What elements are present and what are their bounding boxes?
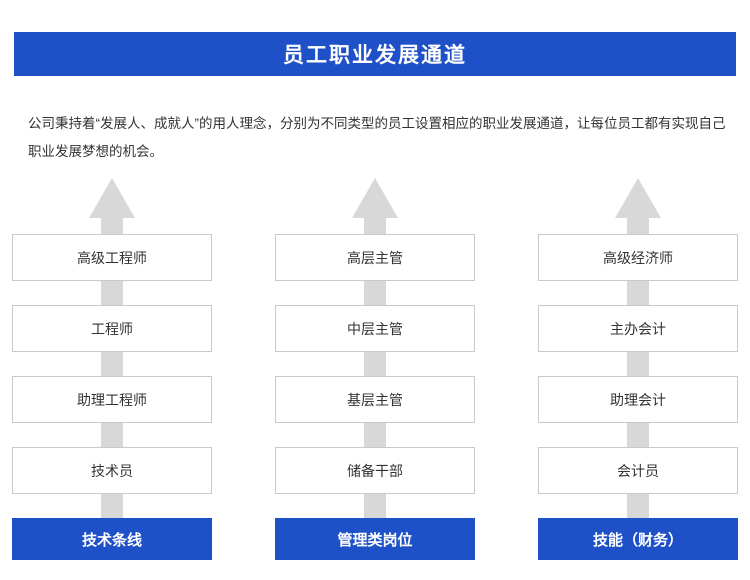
track-column-finance: 高级经济师 主办会计 助理会计 会计员 技能（财务） [538, 178, 738, 568]
arrow-head [89, 178, 135, 218]
level-box[interactable]: 高级工程师 [12, 234, 212, 281]
level-stack: 高级工程师 工程师 助理工程师 技术员 技术条线 [12, 234, 212, 560]
level-box[interactable]: 储备干部 [275, 447, 475, 494]
track-columns: 高级工程师 工程师 助理工程师 技术员 技术条线 高层主管 中层主管 基层主管 … [0, 178, 750, 568]
level-box[interactable]: 工程师 [12, 305, 212, 352]
track-column-technical: 高级工程师 工程师 助理工程师 技术员 技术条线 [12, 178, 212, 568]
level-box[interactable]: 会计员 [538, 447, 738, 494]
level-stack: 高级经济师 主办会计 助理会计 会计员 技能（财务） [538, 234, 738, 560]
level-box[interactable]: 高级经济师 [538, 234, 738, 281]
page-title: 员工职业发展通道 [283, 44, 467, 67]
level-box[interactable]: 中层主管 [275, 305, 475, 352]
arrow-head [352, 178, 398, 218]
level-box[interactable]: 主办会计 [538, 305, 738, 352]
arrow-head [615, 178, 661, 218]
level-box[interactable]: 高层主管 [275, 234, 475, 281]
level-box[interactable]: 助理工程师 [12, 376, 212, 423]
level-box[interactable]: 助理会计 [538, 376, 738, 423]
track-footer-label[interactable]: 管理类岗位 [275, 518, 475, 560]
level-box[interactable]: 技术员 [12, 447, 212, 494]
intro-paragraph: 公司秉持着“发展人、成就人”的用人理念，分别为不同类型的员工设置相应的职业发展通… [28, 115, 726, 159]
track-footer-label[interactable]: 技能（财务） [538, 518, 738, 560]
level-box[interactable]: 基层主管 [275, 376, 475, 423]
track-footer-label[interactable]: 技术条线 [12, 518, 212, 560]
page-title-bar: 员工职业发展通道 [14, 32, 736, 76]
track-column-management: 高层主管 中层主管 基层主管 储备干部 管理类岗位 [275, 178, 475, 568]
level-stack: 高层主管 中层主管 基层主管 储备干部 管理类岗位 [275, 234, 475, 560]
